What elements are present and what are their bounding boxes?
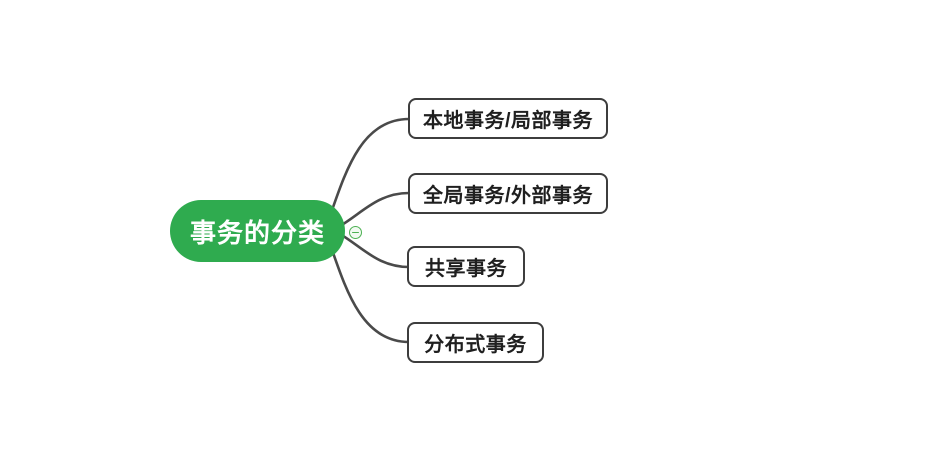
branch-curve-2 <box>338 191 411 228</box>
topic-shared-transaction[interactable]: 共享事务 <box>407 246 525 287</box>
topic-distributed-transaction[interactable]: 分布式事务 <box>407 322 544 363</box>
topic-global-transaction[interactable]: 全局事务/外部事务 <box>408 173 608 214</box>
topic-local-transaction[interactable]: 本地事务/局部事务 <box>408 98 608 139</box>
branch-curve-4 <box>328 242 411 344</box>
topic-label: 分布式事务 <box>424 334 527 356</box>
topic-label: 本地事务/局部事务 <box>422 110 594 132</box>
collapse-toggle-button[interactable] <box>349 226 362 239</box>
topic-label: 共享事务 <box>425 258 507 280</box>
root-topic-label: 事务的分类 <box>189 217 325 248</box>
topic-label: 全局事务/外部事务 <box>422 185 594 207</box>
branch-curve-1 <box>328 117 411 218</box>
root-topic[interactable]: 事务的分类 <box>170 200 345 262</box>
minus-icon <box>352 231 359 234</box>
branch-curve-3 <box>338 232 411 269</box>
